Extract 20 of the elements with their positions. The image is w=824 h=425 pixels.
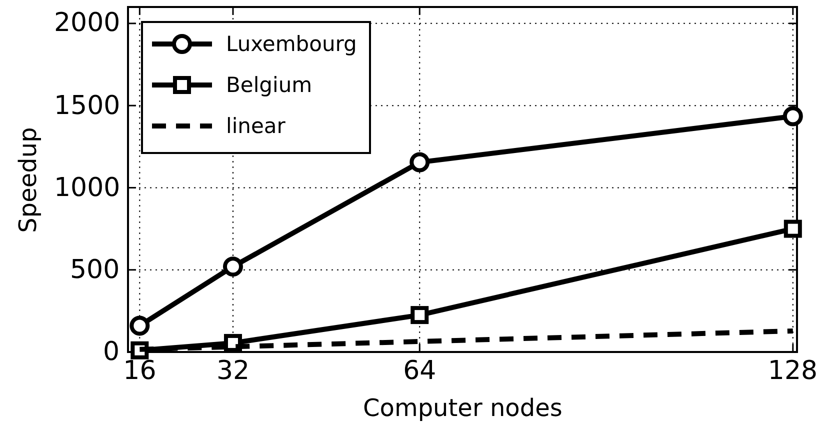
point	[130, 316, 150, 336]
tick-label: 500	[70, 256, 120, 283]
legend-label: Belgium	[226, 74, 312, 96]
tick-label: 32	[216, 358, 250, 384]
point	[784, 220, 802, 238]
axis-title: Computer nodes	[363, 396, 562, 420]
tick-label: 64	[403, 358, 436, 384]
legend-label: Luxembourg	[226, 34, 357, 54]
legend-label: linear	[226, 116, 286, 136]
point	[222, 256, 243, 277]
tick-label: 128	[768, 358, 818, 384]
tick-label: 16	[123, 358, 156, 384]
point	[410, 152, 430, 172]
axis-title: Speedup	[16, 126, 40, 232]
tick-label: 2000	[54, 10, 120, 36]
tick-label: 1500	[54, 92, 120, 119]
tick-label: 0	[103, 339, 120, 365]
point	[410, 306, 429, 324]
tick-label: 1000	[54, 174, 120, 201]
point	[782, 106, 803, 126]
